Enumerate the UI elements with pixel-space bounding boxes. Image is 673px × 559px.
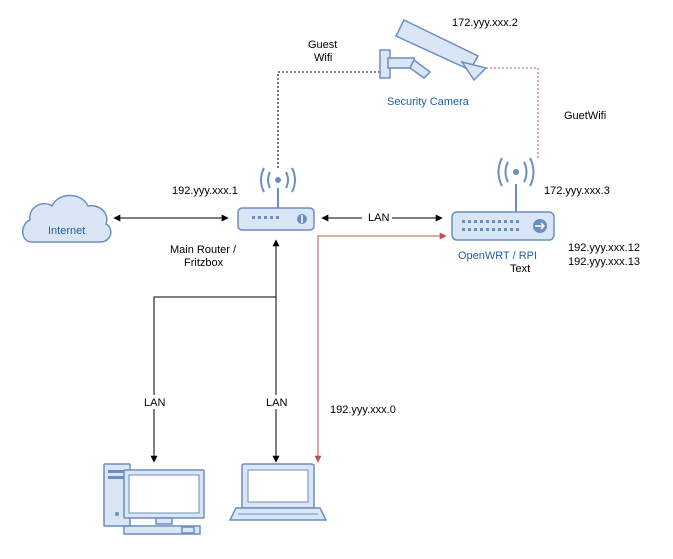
openwrt-router-icon bbox=[451, 157, 555, 241]
camera-ip-label: 172.yyy.xxx.2 bbox=[452, 17, 518, 29]
main-router-label-line1: Main Router / bbox=[170, 244, 237, 256]
guest-wifi-label-line1: Guest bbox=[308, 39, 337, 51]
subnet-label: 192.yyy.xxx.0 bbox=[330, 404, 396, 416]
main-router-ip-label: 192.yyy.xxx.1 bbox=[172, 185, 238, 197]
security-camera-label: Security Camera bbox=[387, 96, 470, 108]
internet-cloud-icon bbox=[22, 194, 112, 243]
openwrt-ip-13-label: 192.yyy.xxx.13 bbox=[568, 256, 640, 268]
openwrt-laptop-link bbox=[314, 232, 447, 463]
guest-wifi-link bbox=[277, 71, 382, 168]
laptop-icon bbox=[228, 463, 328, 521]
security-camera-icon bbox=[379, 19, 488, 82]
main-router-label-line2: Fritzbox bbox=[184, 257, 224, 269]
guest-wifi-label-line2: Wifi bbox=[314, 52, 332, 64]
guetwifi-link bbox=[486, 67, 539, 158]
openwrt-label: OpenWRT / RPI bbox=[458, 250, 537, 262]
lan-link-label: LAN bbox=[368, 212, 389, 224]
desktop-lan-label: LAN bbox=[144, 397, 165, 409]
main-router-icon bbox=[237, 167, 315, 231]
guetwifi-label: GuetWifi bbox=[564, 110, 606, 122]
text-label: Text bbox=[510, 263, 530, 275]
openwrt-ip-12-label: 192.yyy.xxx.12 bbox=[568, 242, 640, 254]
openwrt-ip-label: 172.yyy.xxx.3 bbox=[544, 185, 610, 197]
router-desktop-link bbox=[150, 239, 280, 463]
internet-label: Internet bbox=[48, 225, 85, 237]
laptop-lan-label: LAN bbox=[266, 397, 287, 409]
desktop-computer-icon bbox=[103, 463, 205, 535]
